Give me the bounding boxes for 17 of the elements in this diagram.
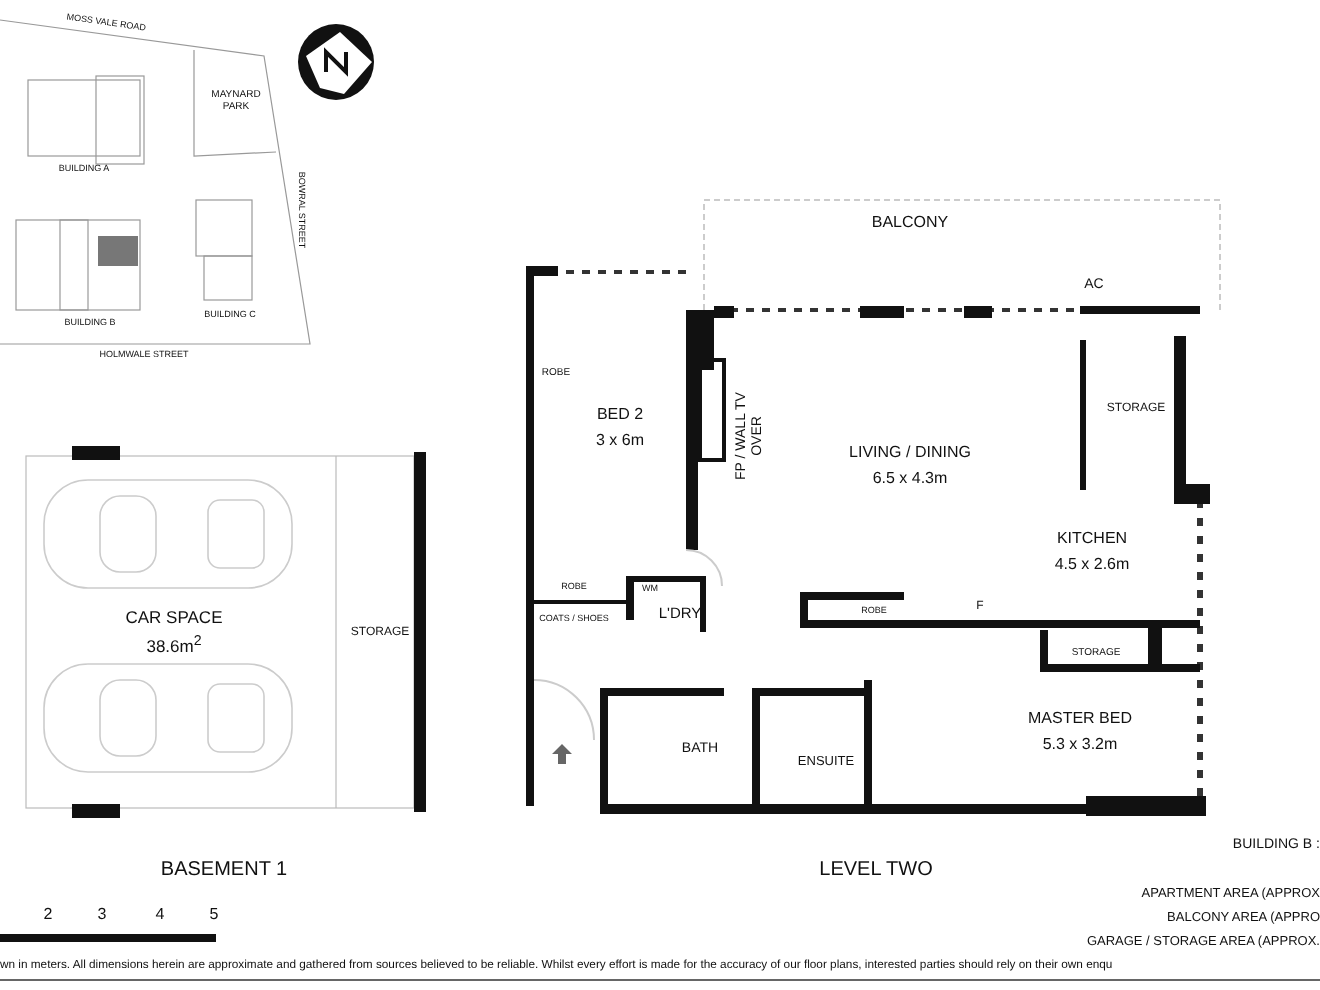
room-size: 6.5 x 4.3m	[872, 471, 948, 489]
room-label: CAR SPACE	[125, 608, 223, 628]
room-label: MASTER BED	[1028, 711, 1132, 729]
scale-number: 4	[155, 907, 165, 925]
scale-number: 5	[209, 907, 219, 925]
room-label: LIVING / DINING	[849, 445, 971, 463]
room-size: 5.3 x 3.2m	[1042, 737, 1118, 755]
scale-number: 2	[43, 907, 53, 925]
room-size: 4.5 x 2.6m	[1054, 557, 1130, 575]
room-size: 3 x 6m	[596, 433, 644, 451]
room-label: BALCONY	[871, 215, 949, 233]
room-label: KITCHEN	[1056, 531, 1128, 549]
scale-number: 3	[97, 907, 107, 925]
plan-heading: LEVEL TWO	[819, 859, 933, 881]
room-label: BED 2	[596, 407, 644, 425]
plan-heading: BASEMENT 1	[160, 859, 288, 881]
room-size: 38.6m$^{2}$	[146, 634, 202, 658]
